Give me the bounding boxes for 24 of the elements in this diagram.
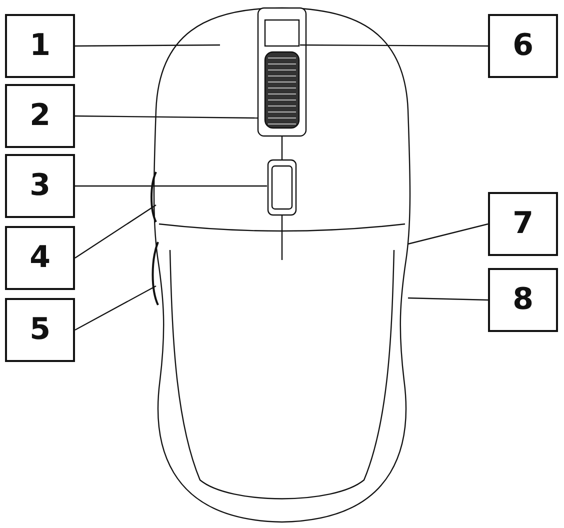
callout-box [5, 14, 75, 78]
leader-line [74, 285, 156, 331]
callout-number: 8 [512, 285, 534, 315]
callout-number: 6 [512, 31, 534, 61]
callout-number: 5 [30, 315, 50, 345]
leader-line [74, 204, 156, 258]
callout-box [488, 192, 558, 256]
callout-number: 2 [30, 101, 50, 131]
callout-box [5, 84, 75, 148]
leader-line [408, 297, 488, 301]
leader-line [300, 44, 488, 47]
leader-line [75, 44, 220, 47]
leader-line [75, 185, 267, 187]
leader-line [408, 223, 488, 245]
callout-box [5, 226, 75, 290]
callout-number: 1 [30, 31, 50, 61]
leader-line [75, 115, 258, 119]
callout-box [5, 154, 75, 218]
callout-box [488, 14, 558, 78]
callout-box [5, 298, 75, 362]
callout-number: 7 [512, 209, 534, 239]
callout-box [488, 268, 558, 332]
callout-number: 3 [30, 171, 50, 201]
callout-number: 4 [30, 243, 50, 273]
